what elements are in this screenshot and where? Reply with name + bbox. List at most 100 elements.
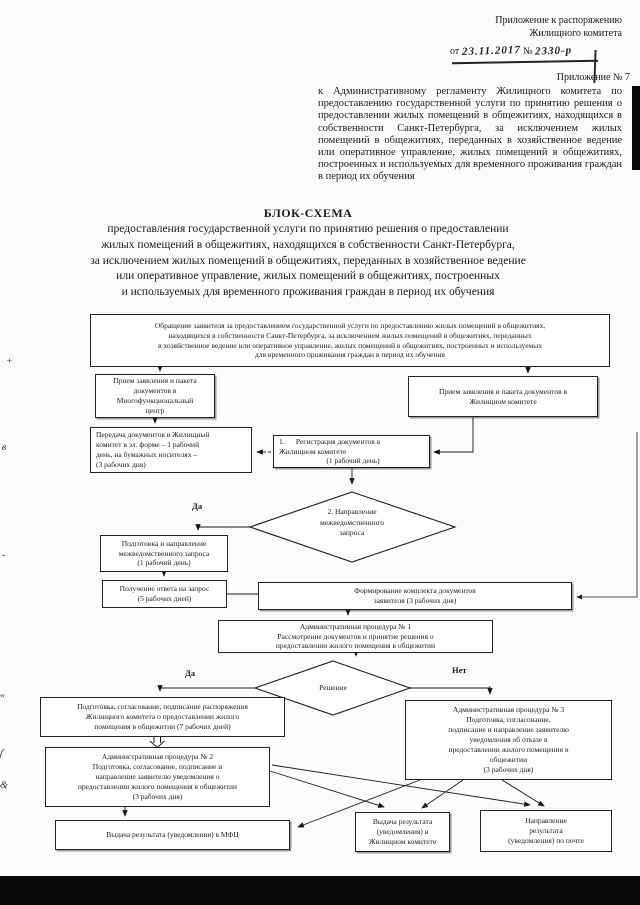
node-zhk-intake: Прием заявления и пакета документов в Жи… — [408, 376, 598, 417]
text-line: Подготовка и направление — [121, 538, 207, 548]
connector-ap2-to-zhk-result — [269, 770, 385, 808]
text-line: Выдача результата (уведомления) в МФЦ — [106, 830, 239, 840]
text-line: направление заявителю уведомления о — [95, 772, 220, 782]
branch-label-yes-2: Да — [185, 668, 196, 678]
node-mfc-intake: Прием заявления и пакета документов в Мн… — [95, 374, 215, 418]
branch-label-no-2: Нет — [452, 665, 467, 675]
connector-right-bypass — [576, 432, 638, 600]
node-admin-procedure-3: Административная процедура № 3 Подготовк… — [405, 700, 612, 780]
text-line: 1. Регистрация документов в — [279, 436, 381, 446]
text-line: подписание и направление заявителю — [448, 725, 569, 735]
text-line: Жилищного комитета о предоставлении жило… — [85, 712, 240, 722]
connector-zhk-to-registration — [433, 417, 474, 455]
text-line: помещения в общежитии (7 рабочих дней) — [94, 721, 231, 731]
text-line: (1 рабочий день) — [326, 456, 380, 466]
text-line: Обращение заявителя за предоставлением г… — [154, 320, 546, 330]
connector-ap3-to-mfc-result — [297, 779, 421, 828]
header-block: Приложение к распоряжению Жилищного коми… — [330, 14, 622, 40]
text-line: (1 рабочий день) — [137, 558, 191, 568]
text-line: запроса — [339, 528, 365, 537]
page-title: БЛОК-СХЕМА — [263, 206, 353, 220]
header-line-1: Приложение к распоряжению — [495, 15, 622, 26]
text-line: предоставлении жилого помещения в — [448, 744, 569, 754]
subtitle-line: и используемых для временного проживания… — [121, 286, 495, 299]
appendix-number: Приложение № 7 — [556, 72, 630, 83]
node-issue-result-mfc: Выдача результата (уведомления) в МФЦ — [55, 820, 290, 850]
node-form-document-set: Формирование комплекта документов заявит… — [258, 582, 572, 610]
from-label: от — [450, 46, 460, 57]
text-line: предоставлении жилого помещения в общежи… — [77, 781, 238, 791]
subtitle-line: за исключением жилых помещений в общежит… — [90, 254, 526, 267]
text-line: центр — [145, 405, 165, 415]
text-line: Прием заявления и пакета документов в — [438, 386, 568, 396]
text-line: (5 рабочих дней) — [137, 594, 192, 603]
header-date-line: от 23.11.2017 № 2330-р — [450, 44, 573, 58]
node-issue-result-zhk: Выдача результата (уведомления) в Жилищн… — [355, 812, 450, 852]
node-prepare-order: Подготовка, согласование, подписание рас… — [40, 697, 285, 737]
text-line: общежитии — [489, 754, 528, 764]
text-line: день, на бумажных носителях – — [96, 450, 198, 459]
text-line: Административная процедура № 3 — [452, 705, 565, 715]
text-line: (3 рабочих дня) — [132, 791, 183, 801]
connector-ap2-to-mail-result — [271, 764, 531, 807]
page-subtitle: предоставления государственной услуги по… — [8, 222, 608, 301]
text-line: Жилищном комитете — [368, 836, 437, 846]
subtitle-line: жилых помещений в общежитиях, находящихс… — [101, 238, 515, 251]
node-transfer-docs: Передача документов в Жилищный комитет в… — [90, 427, 252, 473]
text-line: Административная процедура № 2 — [101, 752, 214, 762]
decision-diamond-final — [253, 660, 412, 716]
text-line: находящихся в собственности Санкт-Петерб… — [168, 330, 532, 340]
node-admin-procedure-2: Административная процедура № 2 Подготовк… — [45, 747, 270, 807]
node-prepare-request: Подготовка и направление межведомственно… — [100, 535, 228, 572]
connector-ap3-to-zhk-result — [421, 779, 464, 809]
node-admin-procedure-1: Административная процедура № 1 Рассмотре… — [218, 620, 493, 653]
text-line: (уведомления) по почте — [508, 835, 584, 845]
node-send-result-mail: Направление результата (уведомления) по … — [480, 810, 612, 852]
text-line: Рассмотрение документов и принятие решен… — [277, 631, 434, 641]
text-line: предоставлении жилого помещения в общежи… — [275, 641, 436, 651]
text-line: Передача документов в Жилищный — [96, 430, 210, 440]
text-line: уведомления об отказе в — [469, 735, 548, 745]
text-line: для временного проживания граждан в пери… — [255, 350, 445, 360]
header-line-2: Жилищного комитета — [529, 28, 622, 39]
text-line: 2. Направление — [327, 507, 377, 516]
text-line: Выдача результата — [372, 817, 433, 827]
connector-yes2-to-order — [157, 685, 255, 692]
text-line: Подготовка, согласование, — [466, 715, 551, 725]
scan-edge-artifact — [632, 86, 640, 170]
branch-label-yes-1: Да — [192, 501, 203, 511]
text-line: Жилищном комитете — [469, 396, 537, 406]
text-line: Административная процедура № 1 — [299, 621, 412, 631]
node-application: Обращение заявителя за предоставлением г… — [90, 314, 610, 367]
decision-interagency-label: 2. Направление межведомственного запроса — [272, 507, 432, 539]
text-line: Получение ответа на запрос — [119, 584, 210, 594]
text-line: (3 рабочих дня) — [96, 459, 146, 469]
text-line: результата — [529, 826, 563, 836]
text-line: в хозяйственное ведение или оперативное … — [157, 340, 543, 350]
appendix-paragraph: к Административному регламенту Жилищного… — [318, 86, 622, 183]
text-line: Многофункциональный — [116, 396, 194, 405]
subtitle-line: предоставления государственной услуги по… — [107, 223, 509, 235]
node-receive-response: Получение ответа на запрос (5 рабочих дн… — [102, 580, 227, 608]
text-line: Подготовка, согласование, подписание и — [92, 762, 223, 772]
text-line: заявителя (3 рабочих дня) — [373, 596, 457, 605]
text-line: Прием заявления и пакета — [113, 376, 197, 386]
text-line: комитет в эл. форме – 1 рабочий — [96, 440, 200, 450]
text-line: (уведомления) в — [376, 827, 429, 837]
decision-diamond-interagency — [248, 491, 457, 563]
text-line: межведомственного запроса — [118, 548, 210, 558]
connector-ap3-to-mail-result — [501, 779, 545, 807]
open-arrow-order-to-ap2 — [149, 737, 165, 749]
text-line: документов в — [133, 386, 177, 396]
number-sign: № — [523, 46, 533, 57]
pen-mark: & — [0, 779, 9, 792]
text-line: (3 рабочих дня) — [483, 764, 534, 774]
text-line: межведомственного — [319, 517, 384, 527]
text-line: Формирование комплекта документов — [354, 586, 476, 596]
text-line: Направление — [525, 816, 567, 826]
text-line: Подготовка, согласование, подписание рас… — [77, 702, 248, 712]
decision-final-label: Решение — [319, 683, 347, 692]
subtitle-line: или оперативное управление, жилых помеще… — [116, 270, 500, 283]
